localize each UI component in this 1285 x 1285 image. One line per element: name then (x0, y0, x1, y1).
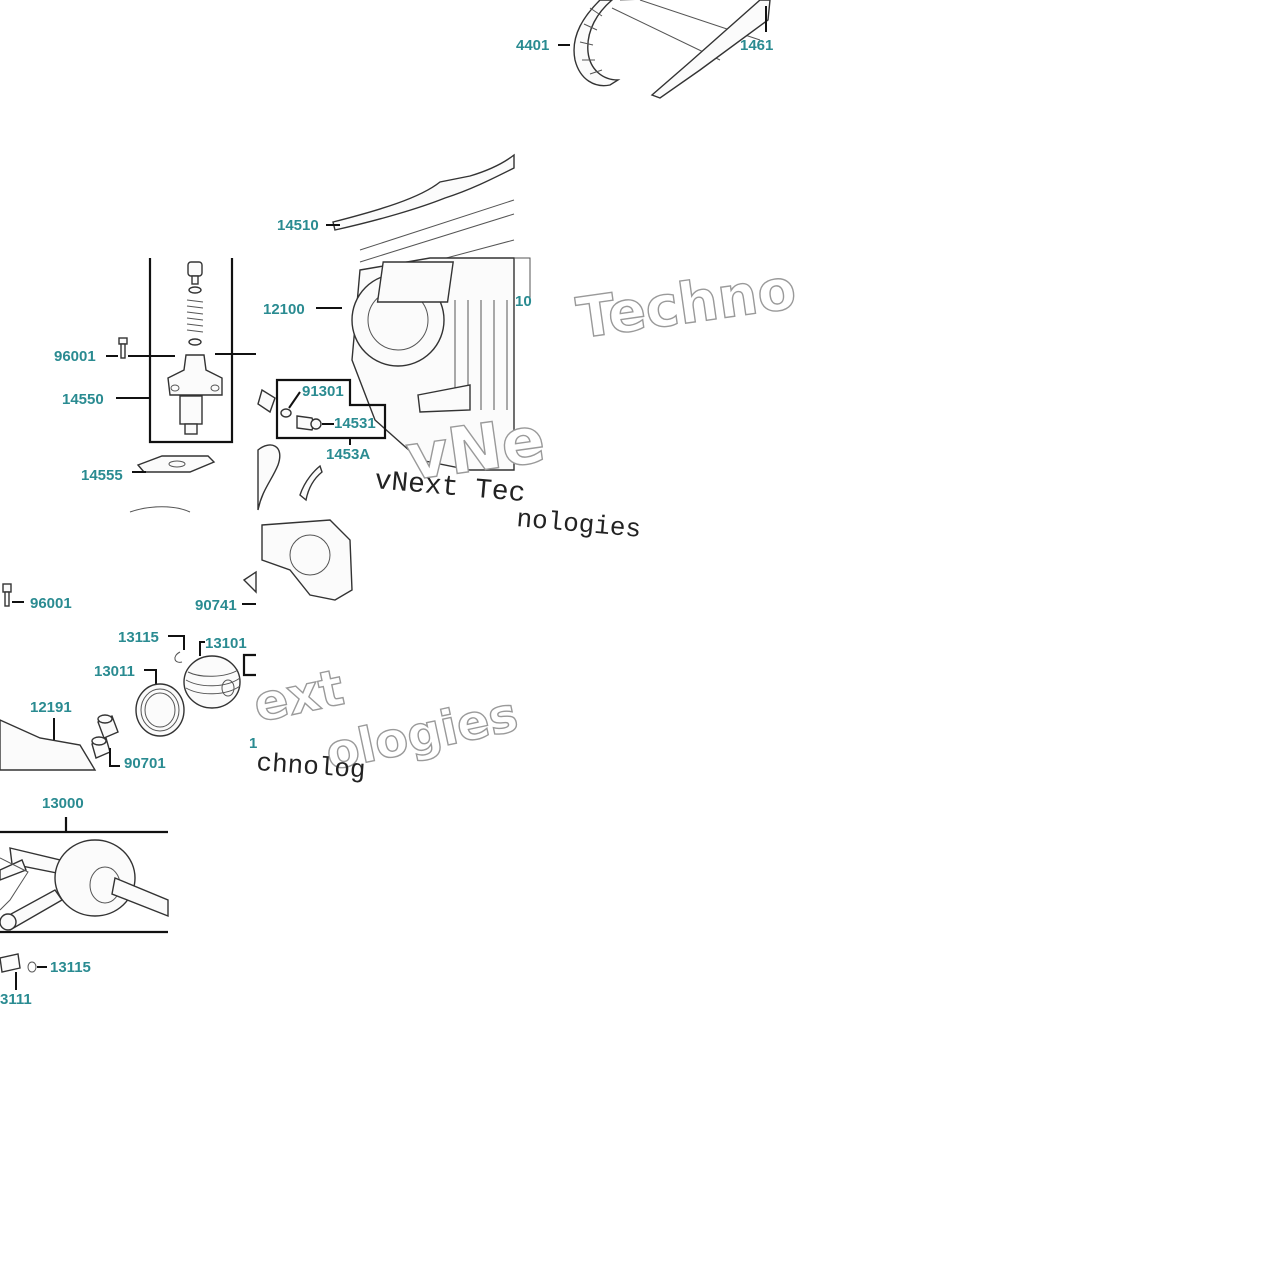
label-12100: 12100 (263, 301, 305, 318)
cylinder-gasket (261, 519, 353, 601)
tensioner-drawing (167, 261, 223, 435)
label-14555: 14555 (81, 467, 123, 484)
label-13101: 13101 (205, 635, 247, 652)
piston-rings-drawing (135, 683, 185, 737)
base-gasket (0, 719, 97, 771)
watermark-ext: ext (248, 658, 348, 733)
label-14550: 14550 (62, 391, 104, 408)
label-96001-bottom: 96001 (30, 595, 72, 612)
label-13000: 13000 (42, 795, 84, 812)
cam-chain-drawing (573, 0, 771, 99)
tensioner-frame (148, 258, 234, 444)
label-96001-top: 96001 (54, 348, 96, 365)
tensioner-gasket (136, 455, 216, 473)
tensioner-guide-drawing (332, 153, 515, 266)
label-1: 1 (249, 735, 257, 752)
label-10: 10 (515, 293, 532, 310)
label-1461: 1461 (740, 37, 773, 54)
crankshaft-frame (0, 817, 168, 934)
piston-pin (0, 953, 21, 973)
bracket-1453a (275, 378, 387, 440)
label-90741: 90741 (195, 597, 237, 614)
label-13115-bottom: 13115 (50, 959, 91, 976)
label-1453a: 1453A (326, 446, 370, 463)
label-13115-top: 13115 (118, 629, 159, 646)
label-14531: 14531 (334, 415, 376, 432)
label-90701: 90701 (124, 755, 166, 772)
piston-drawing (183, 655, 241, 709)
watermark-nologies: nologies (515, 504, 642, 545)
dowel-pins-drawing (91, 714, 119, 759)
label-4401: 4401 (516, 37, 549, 54)
crankshaft-drawing (0, 839, 169, 931)
watermark-chnolog: chnolog (255, 748, 366, 786)
label-3111: 3111 (0, 991, 32, 1008)
label-13011: 13011 (94, 663, 135, 680)
cylinder-drawing (351, 257, 531, 471)
label-12191: 12191 (30, 699, 72, 716)
watermark-techno: Techno (573, 257, 800, 352)
label-14510: 14510 (277, 217, 319, 234)
label-91301: 91301 (302, 383, 344, 400)
